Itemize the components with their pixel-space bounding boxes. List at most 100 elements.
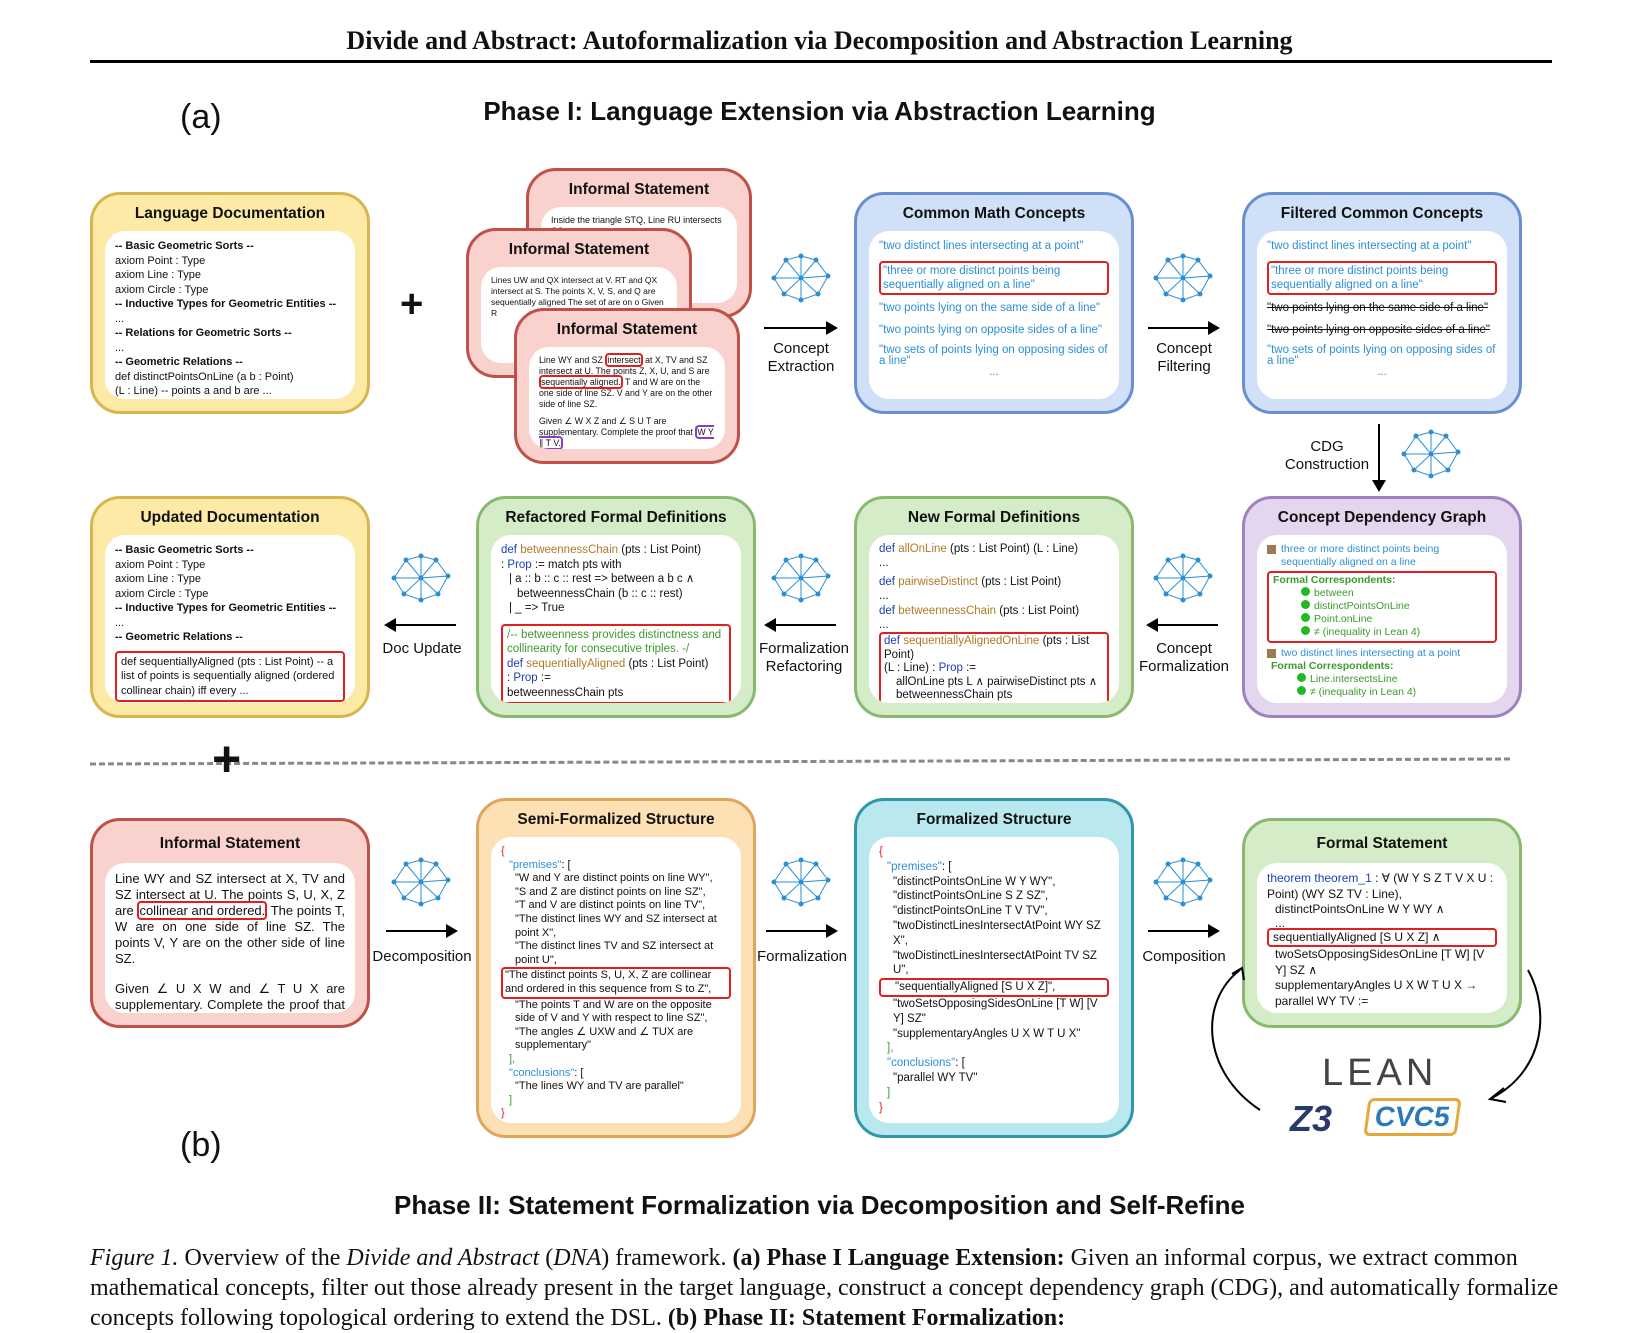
plus-sign: + [212,731,242,787]
code-keyword: Prop [507,558,532,571]
highlight-aligned: sequentially aligned. [539,375,623,389]
box-title: Informal Statement [159,835,301,852]
cdg-correspondent: Line.intersectsLine [1310,673,1398,685]
formalized-structure-box: Formalized Structure { "premises": [ "di… [854,798,1134,1138]
doc-line: ... [115,312,125,325]
informal-text: The points T, W are on one side of line … [115,903,345,966]
concept-extraction-label: Concept Extraction [767,340,835,375]
code-text: betweennessChain pts [507,686,624,699]
json-key: "premises" [887,860,942,873]
code-text: ... [879,618,889,631]
box-title: New Formal Definitions [907,509,1081,526]
caption-bold: (a) Phase I Language Extension: [732,1245,1065,1271]
code-keyword: theorem [1267,871,1312,885]
arrow-right [1148,321,1220,335]
json-item: "twoSetsOpposingSidesOnLine [T W] [V Y] … [893,997,1098,1025]
refactored-definitions-box: Refactored Formal Definitions def betwee… [476,496,756,718]
doc-line: axiom Line : Type [115,573,202,585]
node-icon [1267,545,1276,554]
code-text: : [501,558,505,571]
json-item: "The lines WY and TV are parallel" [515,1080,684,1093]
node-dot-icon [1301,626,1310,635]
concept-item: "two distinct lines intersecting at a po… [879,240,1084,252]
box-title: Informal Statement [556,321,698,338]
box-body: { "premises": [ "distinctPointsOnLine W … [869,837,1119,1123]
neural-network-icon [1153,857,1213,907]
neural-network-icon [1153,253,1213,303]
node-dot-icon [1301,600,1310,609]
phase-2-title: Phase II: Statement Formalization via De… [394,1190,1245,1220]
box-body: { "premises": [ "W and Y are distinct po… [491,837,741,1123]
cdg-correspondent: ≠ (inequality in Lean 4) [1310,686,1417,698]
cdg-correspondent: ≠ (inequality in Lean 4) [1314,626,1421,638]
concept-item-highlighted: "three or more distinct points being seq… [1267,261,1497,295]
updated-documentation-box: Updated Documentation -- Basic Geometric… [90,496,370,718]
arrow-right [386,924,458,938]
highlight-collinear: collinear and ordered. [137,901,268,920]
node-dot-icon [1297,673,1306,682]
code-keyword: def [879,543,895,555]
concept-item-removed: "two points lying on the same side of a … [1267,302,1489,314]
loop-arrow-up [1211,969,1261,1111]
code-text: : [507,672,511,684]
phase-divider [89,757,1511,766]
informal-text: Line WY and SZ intersect at X, TV and SZ… [115,871,345,918]
formal-statement-box: Formal Statement theorem theorem_1 : ∀ (… [1242,818,1522,1028]
json-item: "distinctPointsOnLine T V TV", [893,905,1048,918]
phase-1-title: Phase I: Language Extension via Abstract… [483,96,1156,126]
formalization-refactoring-label: Formalization Refactoring [758,640,850,675]
neural-network-icon [1153,553,1213,603]
code-keyword: def [501,544,517,556]
json-item: "twoDistinctLinesIntersectAtPoint WY SZ … [893,919,1101,947]
page-title: Divide and Abstract: Autoformalization v… [346,26,1293,55]
doc-line: ... [115,341,125,354]
doc-line: axiom Circle : Type [115,283,209,296]
code-name: betweennessChain [520,544,619,556]
json-item: "The angles ∠ UXW and ∠ TUX are suppleme… [515,1025,694,1052]
arrow-left [764,618,836,632]
neural-network-icon [1401,429,1461,479]
doc-line: ... [115,616,125,629]
figure-caption: Figure 1. Overview of the Divide and Abs… [90,1245,1559,1331]
code-keyword: Prop [938,662,963,674]
code-text: (pts : List Point) [999,605,1080,617]
box-body: -- Basic Geometric Sorts -- axiom Point … [105,231,355,399]
code-highlighted: sequentiallyAligned [S U X Z] ∧ [1267,927,1497,947]
code-name: sequentiallyAlignedOnLine [903,635,1040,647]
filtered-concepts-box: Filtered Common Concepts "two distinct l… [1242,192,1522,414]
neural-network-icon [391,857,451,907]
json-brace: { [879,846,883,858]
concept-dependency-graph-box: Concept Dependency Graph three or more d… [1242,496,1522,718]
node-icon [1267,649,1276,658]
box-body: three or more distinct points being sequ… [1257,535,1507,703]
highlight-intersect: intersect [605,353,643,367]
caption-figure-label: Figure 1. [90,1245,179,1271]
json-bracket: ], [509,1052,516,1065]
neural-network-icon [771,253,831,303]
cdg-construction-label: CDG Construction [1284,438,1370,473]
code-name: pairwiseDistinct [898,576,979,588]
code-text: (pts : List Point) [628,657,709,670]
doc-line: def distinctPointsOnLine (a b : Point) [115,370,294,383]
informal-text: T and W are on the one side of line SZ. … [539,377,713,409]
code-text: | _ => True [509,602,565,614]
semi-formalized-structure-box: Semi-Formalized Structure { "premises": … [476,798,756,1138]
title-rule [90,60,1552,63]
box-title: Semi-Formalized Structure [517,811,715,828]
node-dot-icon [1301,613,1310,622]
code-text: (pts : List Point) [884,635,1090,661]
box-body: def betweennessChain (pts : List Point) … [491,535,741,703]
concept-item-highlighted: "three or more distinct points being seq… [879,261,1109,295]
doc-line: -- Basic Geometric Sorts -- [115,544,254,556]
code-text: := [540,672,551,684]
box-title: Common Math Concepts [902,205,1086,222]
informal-statement-box: Informal Statement Line WY and SZ inters… [90,818,370,1028]
json-brace: } [501,1107,505,1120]
cdg-correspondent: between [1314,587,1354,599]
code-text: supplementaryAngles U X W T U X → [1275,978,1478,992]
caption-text: framework. [615,1245,727,1271]
arrow-left [1146,618,1218,632]
code-name: sequentiallyAligned [526,657,626,670]
code-text: betweennessChain (b :: c :: rest) [517,587,683,600]
box-title: Filtered Common Concepts [1280,205,1484,222]
